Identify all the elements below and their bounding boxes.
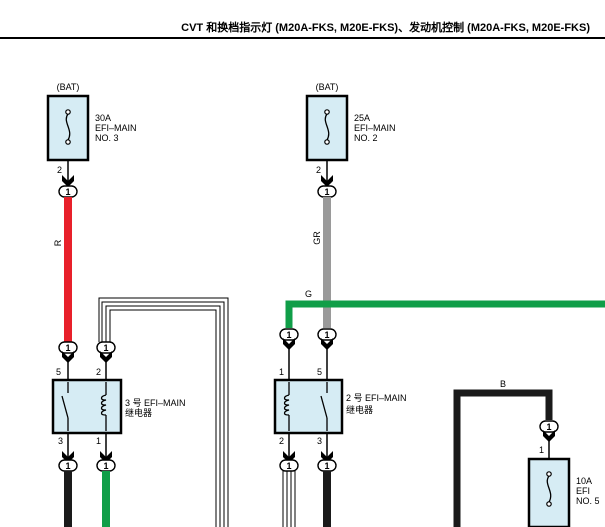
fuse2-source-label: (BAT) bbox=[316, 82, 339, 92]
fuse3-name1: EFI bbox=[576, 486, 590, 496]
svg-text:1: 1 bbox=[324, 461, 329, 471]
wire-gray-code: GR bbox=[312, 231, 322, 245]
relay2-name1: 2 号 EFI–MAIN bbox=[346, 393, 407, 403]
relay-switch-icon bbox=[61, 382, 69, 431]
fuse-efi-main-no3: (BAT) 30A EFI–MAIN NO. 3 2 bbox=[46, 82, 137, 175]
fuse1-source-label: (BAT) bbox=[57, 82, 80, 92]
relay2-pin-tr: 5 bbox=[317, 367, 322, 377]
svg-text:1: 1 bbox=[65, 187, 70, 197]
svg-text:1: 1 bbox=[65, 343, 70, 353]
fuse3-pin-top: 1 bbox=[539, 445, 544, 455]
relay1-name1: 3 号 EFI–MAIN bbox=[125, 398, 186, 408]
svg-text:1: 1 bbox=[546, 422, 551, 432]
svg-text:1: 1 bbox=[324, 187, 329, 197]
relay-coil-icon bbox=[100, 382, 107, 431]
relay-efi-main-no2: 1 5 2 号 EFI–MAIN 继电器 2 3 bbox=[273, 349, 407, 462]
connector-relay2-right-bottom: 1 bbox=[317, 459, 337, 472]
diagram-title: CVT 和换档指示灯 (M20A-FKS, M20E-FKS)、发动机控制 (M… bbox=[181, 20, 590, 34]
svg-text:1: 1 bbox=[103, 461, 108, 471]
shielded-wire-relay1 bbox=[98, 297, 229, 527]
relay1-pin-bl: 3 bbox=[58, 436, 63, 446]
connector-fuse2: 1 bbox=[317, 185, 337, 198]
connector-relay2-right-top: 1 bbox=[317, 328, 337, 341]
fuse1-name1: EFI–MAIN bbox=[95, 123, 137, 133]
svg-text:1: 1 bbox=[324, 330, 329, 340]
wire-red-code: R bbox=[53, 239, 63, 246]
relay-coil-icon bbox=[283, 382, 290, 431]
svg-text:1: 1 bbox=[103, 343, 108, 353]
fuse-icon bbox=[546, 471, 552, 507]
fuse3-rating: 10A bbox=[576, 476, 592, 486]
fuse-efi-main-no2: (BAT) 25A EFI–MAIN NO. 2 2 bbox=[305, 82, 396, 175]
relay1-box bbox=[51, 378, 123, 435]
connector-relay1-left-bottom: 1 bbox=[58, 459, 78, 472]
wire-black-code: B bbox=[500, 379, 506, 389]
connector-relay1-left-top: 1 bbox=[58, 341, 78, 354]
relay-efi-main-no3: 5 2 3 号 EFI–MAIN 继电器 3 1 bbox=[51, 362, 186, 462]
svg-text:1: 1 bbox=[286, 330, 291, 340]
fuse1-name2: NO. 3 bbox=[95, 133, 119, 143]
wire-green bbox=[285, 300, 605, 328]
relay1-pin-tr: 2 bbox=[96, 367, 101, 377]
relay1-pin-tl: 5 bbox=[56, 367, 61, 377]
svg-text:1: 1 bbox=[286, 461, 291, 471]
shielded-wire-relay2 bbox=[282, 471, 296, 527]
fuse1-rating: 30A bbox=[95, 113, 111, 123]
relay-switch-icon bbox=[320, 382, 328, 431]
relay1-name2: 继电器 bbox=[125, 407, 152, 418]
fuse-icon bbox=[65, 109, 71, 145]
wire-green-code: G bbox=[305, 289, 312, 299]
fuse2-pin-bottom: 2 bbox=[316, 165, 321, 175]
relay2-pin-bl: 2 bbox=[279, 436, 284, 446]
connector-relay2-left-bottom: 1 bbox=[279, 459, 299, 472]
relay1-pin-br: 1 bbox=[96, 436, 101, 446]
fuse3-name2: NO. 5 bbox=[576, 496, 600, 506]
connector-relay2-left-top: 1 bbox=[279, 328, 299, 341]
fuse2-name2: NO. 2 bbox=[354, 133, 378, 143]
fuse-efi-no5: 1 10A EFI NO. 5 bbox=[527, 441, 600, 527]
connector-fuse1: 1 bbox=[58, 185, 78, 198]
wire-black bbox=[453, 389, 553, 527]
fuse3-box bbox=[527, 457, 571, 527]
connector-relay1-right-top: 1 bbox=[96, 341, 116, 354]
relay2-pin-tl: 1 bbox=[279, 367, 284, 377]
connector-relay1-right-bottom: 1 bbox=[96, 459, 116, 472]
connector-fuse3: 1 bbox=[539, 420, 559, 433]
relay2-pin-br: 3 bbox=[317, 436, 322, 446]
fuse1-pin-bottom: 2 bbox=[57, 165, 62, 175]
svg-text:1: 1 bbox=[65, 461, 70, 471]
fuse2-name1: EFI–MAIN bbox=[354, 123, 396, 133]
relay2-name2: 继电器 bbox=[346, 404, 373, 415]
fuse2-rating: 25A bbox=[354, 113, 370, 123]
fuse-icon bbox=[324, 109, 330, 145]
